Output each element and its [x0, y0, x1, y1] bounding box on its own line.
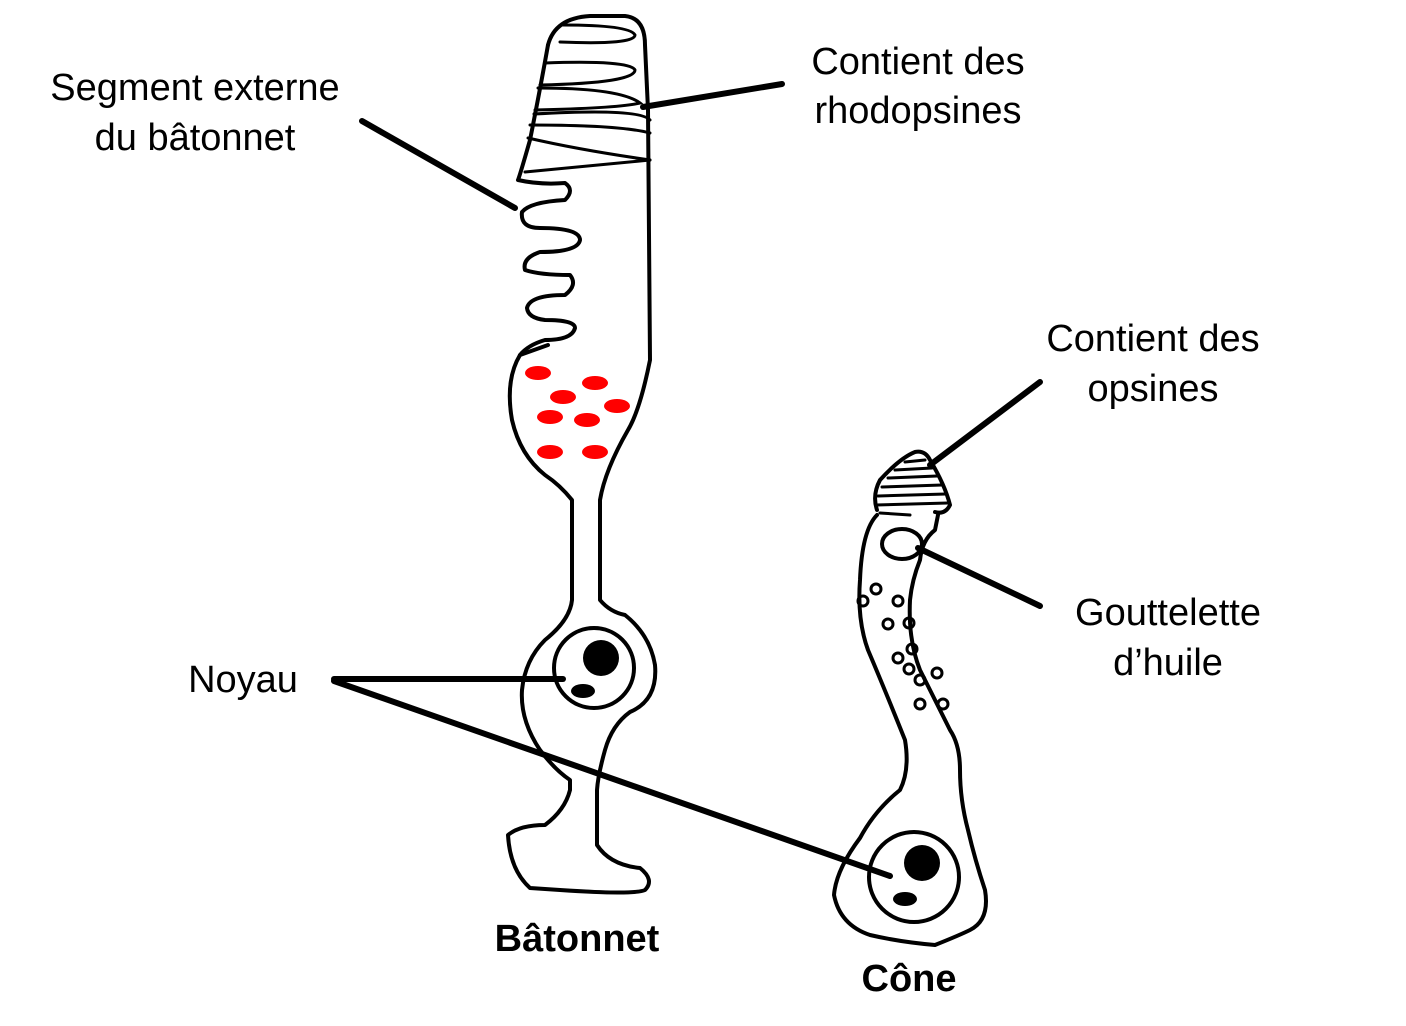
cone-body: [832, 513, 988, 947]
oil-droplet: [880, 527, 924, 561]
label-rhodopsin-1: Contient des: [811, 41, 1024, 83]
label-opsin-1: Contient des: [1046, 318, 1259, 360]
leader-rhodopsin: [640, 81, 785, 110]
label-outer-segment-2: du bâtonnet: [95, 117, 296, 159]
cone-vesicles: [856, 582, 950, 711]
label-nucleus: Noyau: [188, 659, 298, 701]
rod-connecting-cilium: [516, 43, 582, 357]
label-rhodopsin-2: rhodopsines: [814, 90, 1021, 132]
cone-nucleus: [867, 830, 961, 924]
leader-nucleus-cone: [331, 678, 893, 879]
cone-discs: [874, 458, 950, 517]
cone-cell: [832, 449, 988, 947]
rod-mitochondria: [525, 366, 630, 459]
cone-outer-segment: [873, 449, 952, 515]
label-cone-title: Cône: [862, 958, 957, 1000]
label-oil-droplet-2: d’huile: [1113, 642, 1223, 684]
leader-oil-droplet: [915, 545, 1043, 609]
rod-discs: [523, 23, 652, 174]
rod-outer-segment: [506, 14, 658, 895]
leader-outer-segment: [359, 118, 518, 211]
leader-opsin: [927, 379, 1043, 468]
label-opsin-2: opsines: [1088, 368, 1219, 410]
label-rod-title: Bâtonnet: [495, 918, 660, 960]
rod-cell: [506, 14, 658, 895]
rod-nucleus: [552, 626, 636, 710]
label-oil-droplet-1: Gouttelette: [1075, 592, 1261, 634]
label-outer-segment-1: Segment externe: [50, 67, 339, 109]
